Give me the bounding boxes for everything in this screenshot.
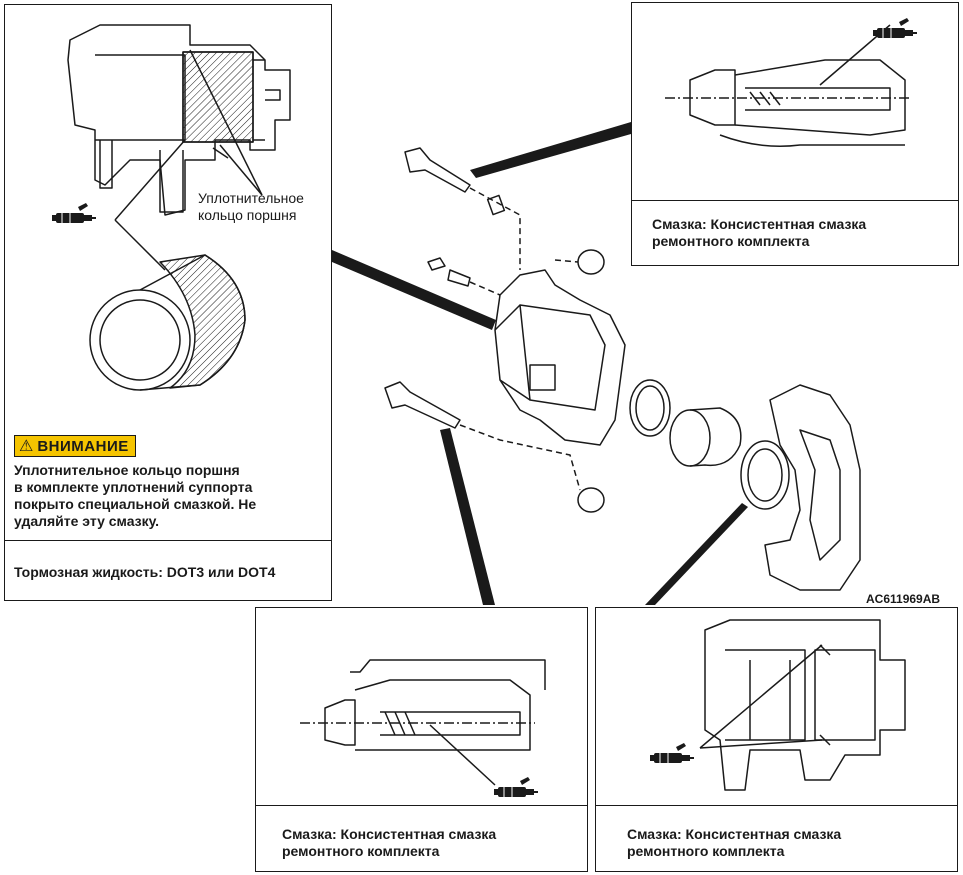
- left-panel-divider: [5, 540, 331, 541]
- caliper-support-bracket: [764, 384, 861, 591]
- top-right-lubricant-note: Смазка: Консистентная смазка ремонтного …: [652, 216, 867, 249]
- warning-triangle-icon: ⚠: [19, 438, 34, 455]
- brake-fluid-note: Тормозная жидкость: DOT3 или DOT4: [14, 564, 276, 580]
- caliper-section-bottom-right: [704, 619, 906, 791]
- dust-boot: [740, 440, 790, 510]
- caliper-cross-section: [67, 24, 291, 216]
- bottom-right-panel-divider: [596, 805, 957, 806]
- bottom-middle-inset-panel: [255, 607, 588, 872]
- bottom-middle-panel-divider: [256, 805, 587, 806]
- warning-badge-label: ВНИМАНИЕ: [37, 437, 129, 455]
- grease-gun-icon: [494, 777, 538, 798]
- caliper-bolt-upper: [404, 147, 471, 193]
- bottom-middle-lubricant-note: Смазка: Консистентная смазка ремонтного …: [282, 826, 497, 859]
- piston-seal-label: Уплотнительное кольцо поршня: [198, 190, 304, 223]
- left-inset-panel: [4, 4, 332, 601]
- caliper-bolt-lower: [384, 381, 461, 429]
- bottom-right-lubricant-note: Смазка: Консистентная смазка ремонтного …: [627, 826, 842, 859]
- warning-text: Уплотнительное кольцо поршня в комплекте…: [14, 462, 257, 529]
- grease-gun-icon: [873, 18, 917, 39]
- piston: [669, 407, 742, 467]
- warning-badge: ⚠ ВНИМАНИЕ: [14, 435, 136, 457]
- piston-detail: [89, 254, 246, 391]
- piston-seal-ring: [629, 379, 671, 437]
- caliper-body: [494, 269, 626, 446]
- top-right-inset-panel: [631, 2, 959, 266]
- guide-pin-section-bottom: [300, 659, 546, 751]
- guide-pin-section-top: [665, 59, 912, 147]
- inset-pointers: [332, 122, 748, 605]
- grease-gun-icon: [52, 203, 96, 224]
- top-right-panel-divider: [632, 200, 958, 201]
- figure-code: AC611969AB: [866, 592, 941, 606]
- grease-gun-icon: [650, 743, 694, 764]
